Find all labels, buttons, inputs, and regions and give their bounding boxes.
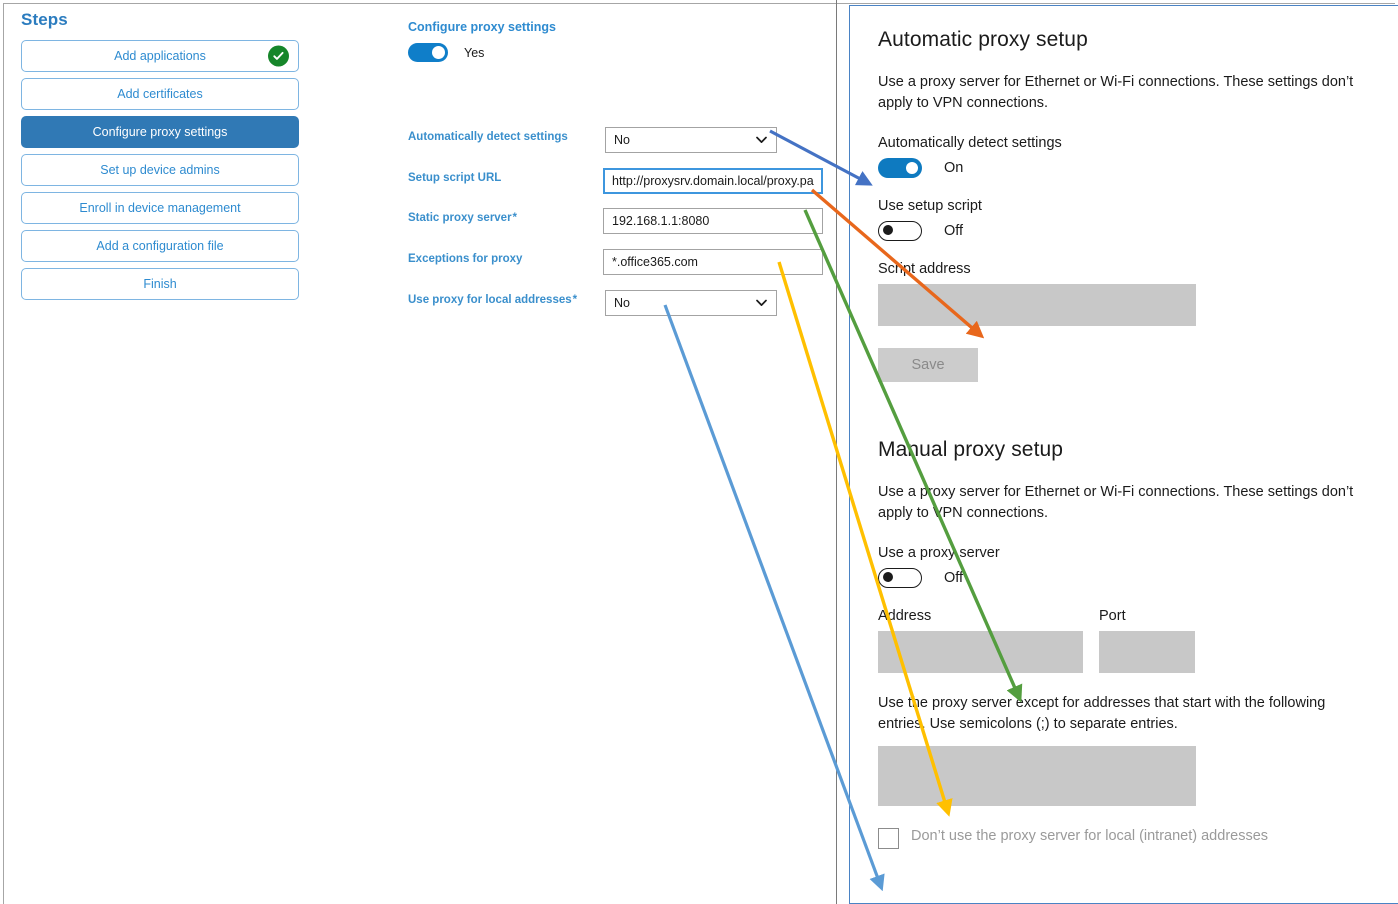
automatically-detect-settings-label: Automatically detect settings — [878, 135, 1062, 152]
exceptions-description: Use the proxy server except for addresse… — [878, 695, 1326, 732]
manual-proxy-setup-heading: Manual proxy setup — [878, 438, 1064, 462]
chevron-down-icon — [756, 299, 767, 306]
use-a-proxy-server-label: Use a proxy server — [878, 545, 1000, 562]
automatically-detect-settings-select[interactable]: No — [605, 127, 777, 153]
exceptions-for-proxy-input[interactable]: *.office365.com — [603, 249, 823, 275]
step-enroll-in-device-management[interactable]: Enroll in device management — [21, 192, 299, 224]
field-label: Automatically detect settings — [408, 131, 568, 143]
step-finish[interactable]: Finish — [21, 268, 299, 300]
field-automatically-detect-settings: Automatically detect settings No — [408, 127, 828, 153]
use-setup-script-toggle[interactable] — [878, 221, 922, 242]
windows-proxy-settings-panel: Automatic proxy setup Use a proxy server… — [849, 5, 1398, 904]
address-port-row: Address Port — [878, 608, 1370, 674]
static-proxy-server-input[interactable]: 192.168.1.1:8080 — [603, 208, 823, 234]
automatic-proxy-setup-heading: Automatic proxy setup — [878, 28, 1088, 51]
configure-proxy-settings-toggle-row: Yes — [408, 43, 484, 62]
step-add-a-configuration-file[interactable]: Add a configuration file — [21, 230, 299, 262]
input-value: *.office365.com — [612, 255, 698, 269]
toggle-state-label: On — [944, 160, 964, 177]
step-set-up-device-admins[interactable]: Set up device admins — [21, 154, 299, 186]
step-label: Set up device admins — [100, 163, 220, 177]
script-address-label: Script address — [878, 261, 971, 278]
proxy-settings-form: Configure proxy settings Yes Automatical… — [408, 0, 828, 904]
address-input[interactable] — [878, 631, 1083, 674]
field-exceptions-for-proxy: Exceptions for proxy *.office365.com — [408, 249, 828, 275]
steps-panel: Steps Add applications Add certificates … — [8, 6, 318, 322]
setup-script-url-input[interactable]: http://proxysrv.domain.local/proxy.pa — [603, 168, 823, 194]
form-section-title: Configure proxy settings — [408, 20, 556, 34]
app-frame — [3, 3, 1395, 904]
use-setup-script-label: Use setup script — [878, 198, 982, 215]
toggle-state-label: Off — [944, 570, 964, 587]
step-label: Enroll in device management — [79, 201, 241, 215]
step-label: Add a configuration file — [96, 239, 224, 253]
field-label: Use proxy for local addresses * — [408, 294, 578, 306]
bypass-local-addresses-row: Don’t use the proxy server for local (in… — [878, 828, 1370, 850]
port-label: Port — [1099, 608, 1126, 625]
toggle-state-label: Off — [944, 223, 964, 240]
field-static-proxy-server: Static proxy server * 192.168.1.1:8080 — [408, 208, 828, 234]
input-value: 192.168.1.1:8080 — [612, 214, 710, 228]
use-proxy-for-local-addresses-select[interactable]: No — [605, 290, 777, 316]
port-field-group: Port — [1099, 608, 1195, 674]
bypass-local-addresses-label: Don’t use the proxy server for local (in… — [911, 828, 1269, 845]
automatic-proxy-description: Use a proxy server for Ethernet or Wi-Fi… — [878, 74, 1354, 111]
check-circle-icon — [268, 45, 289, 67]
automatically-detect-settings-toggle[interactable] — [878, 158, 922, 179]
save-button[interactable]: Save — [878, 348, 978, 383]
port-input[interactable] — [1099, 631, 1195, 674]
configure-proxy-settings-toggle-label: Yes — [464, 45, 485, 60]
chevron-down-icon — [756, 136, 767, 143]
select-value: No — [614, 133, 630, 147]
address-field-group: Address — [878, 608, 1083, 674]
bypass-local-addresses-checkbox[interactable] — [878, 828, 899, 850]
step-label: Finish — [143, 277, 177, 291]
use-a-proxy-server-toggle[interactable] — [878, 568, 922, 589]
script-address-input[interactable] — [878, 284, 1196, 327]
field-setup-script-url: Setup script URL http://proxysrv.domain.… — [408, 168, 828, 194]
address-label: Address — [878, 608, 932, 625]
step-configure-proxy-settings[interactable]: Configure proxy settings — [21, 116, 299, 148]
step-add-certificates[interactable]: Add certificates — [21, 78, 299, 110]
automatically-detect-settings-toggle-row: On — [878, 158, 1370, 179]
step-label: Configure proxy settings — [92, 125, 228, 139]
input-value: http://proxysrv.domain.local/proxy.pa — [612, 174, 814, 188]
panel-divider — [836, 0, 837, 904]
field-label: Exceptions for proxy — [408, 253, 523, 265]
manual-proxy-description: Use a proxy server for Ethernet or Wi-Fi… — [878, 484, 1354, 521]
step-add-applications[interactable]: Add applications — [21, 40, 299, 72]
use-setup-script-toggle-row: Off — [878, 221, 1370, 242]
use-a-proxy-server-toggle-row: Off — [878, 568, 1370, 589]
steps-title: Steps — [21, 10, 68, 29]
field-label: Static proxy server * — [408, 212, 517, 224]
select-value: No — [614, 296, 630, 310]
step-label: Add certificates — [117, 87, 203, 101]
field-use-proxy-for-local-addresses: Use proxy for local addresses * No — [408, 290, 828, 316]
field-label: Setup script URL — [408, 172, 502, 184]
configure-proxy-settings-toggle[interactable] — [408, 43, 448, 62]
exceptions-input[interactable] — [878, 746, 1196, 807]
step-label: Add applications — [114, 49, 206, 63]
